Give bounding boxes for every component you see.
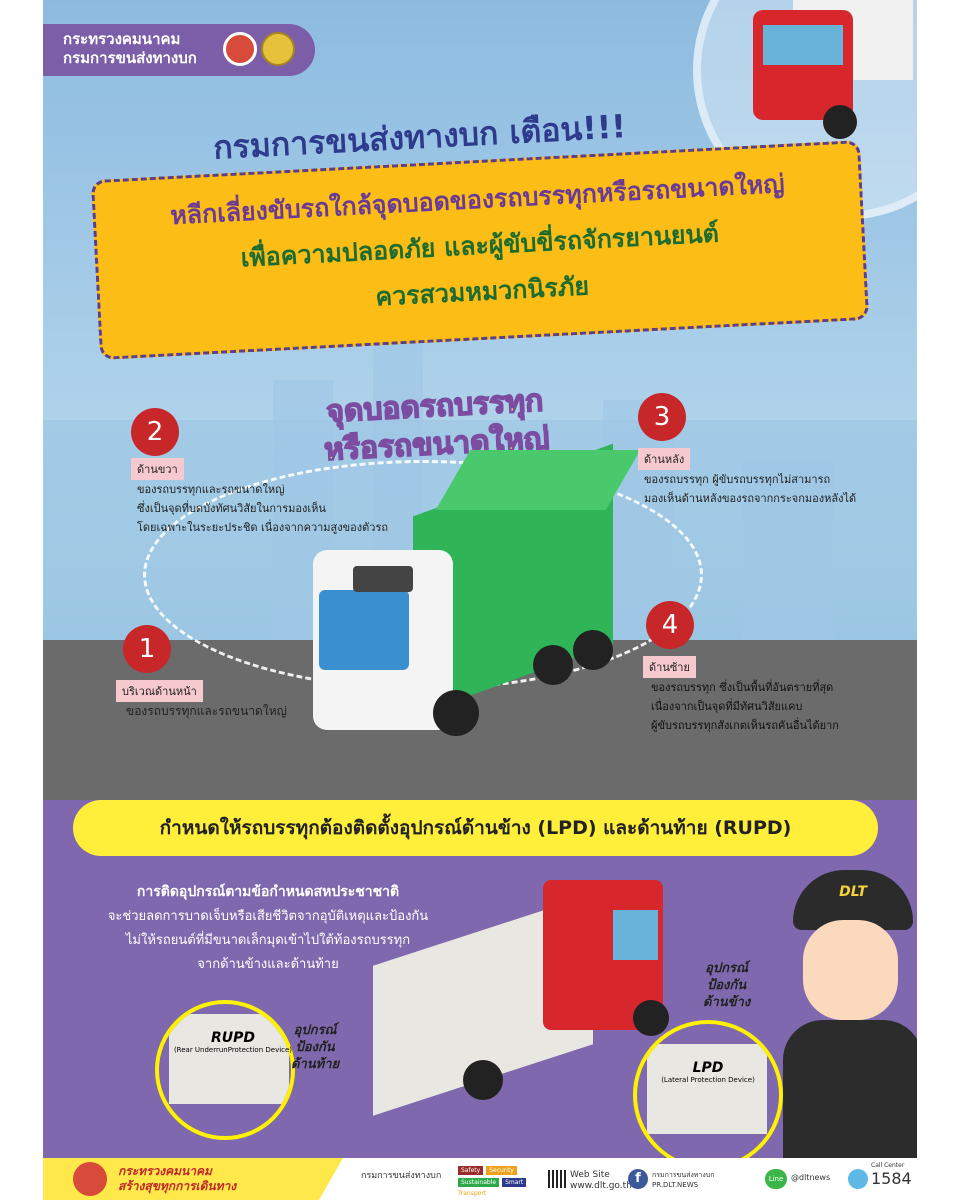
website-url[interactable]: www.dlt.go.th xyxy=(570,1181,632,1191)
lpd-caption: อุปกรณ์ ป้องกัน ด้านข้าง xyxy=(703,960,750,1011)
spot-1-label: บริเวณด้านหน้า xyxy=(116,680,203,702)
warning-banner: หลีกเลี่ยงขับรถใกล้จุดบอดของรถบรรทุกหรือ… xyxy=(90,139,870,361)
spot-4-text: ผู้ขับรถบรรทุกสังเกตเห็นรถคันอื่นได้ยาก xyxy=(651,719,839,732)
spot-2-text: ซึ่งเป็นจุดที่บดบังทัศนวิสัยในการมองเห็น xyxy=(137,502,326,515)
footer: กระทรวงคมนาคม สร้างสุขทุกการเดินทาง กรมก… xyxy=(43,1158,917,1200)
spot-2-info: ด้านขวา ของรถบรรทุกและรถขนาดใหญ่ ซึ่งเป็… xyxy=(131,458,391,537)
red-truck-icon xyxy=(753,0,913,140)
value-smart: Smart xyxy=(502,1178,527,1187)
phone-icon xyxy=(848,1169,868,1189)
spot-4-text: ของรถบรรทุก ซึ่งเป็นพื้นที่อันตรายที่สุด xyxy=(651,681,834,694)
un-line: จากด้านข้างและด้านท้าย xyxy=(197,957,339,972)
lpd-requirement-banner: กำหนดให้รถบรรทุกต้องติดตั้งอุปกรณ์ด้านข้… xyxy=(73,800,878,856)
value-sustainable: Sustainable xyxy=(458,1178,500,1187)
spot-1-number: 1 xyxy=(123,625,171,673)
spot-4-number: 4 xyxy=(646,601,694,649)
rupd-detail-circle xyxy=(155,1000,295,1140)
line-id[interactable]: @dltnews xyxy=(791,1173,831,1182)
spot-1-info: บริเวณด้านหน้า ของรถบรรทุกและรถขนาดใหญ่ xyxy=(116,680,336,721)
rupd-full-name: (Rear UnderrunProtection Device) xyxy=(173,1046,293,1054)
value-transport: Transport xyxy=(458,1190,487,1197)
un-line: จะช่วยลดการบาดเจ็บหรือเสียชีวิตจากอุบัติ… xyxy=(107,909,429,924)
dlt-officer-illustration: DLT xyxy=(783,870,917,1160)
box-truck-illustration xyxy=(363,870,683,1150)
spot-3-text: ของรถบรรทุก ผู้ขับรถบรรทุกไม่สามารถ xyxy=(644,473,831,486)
facebook-icon[interactable]: f xyxy=(628,1169,648,1189)
rupd-caption: อุปกรณ์ ป้องกัน ด้านท้าย xyxy=(291,1022,339,1073)
lpd-detail-circle xyxy=(633,1020,783,1170)
lpd-full-name: (Lateral Protection Device) xyxy=(661,1076,755,1084)
spot-3-label: ด้านหลัง xyxy=(638,448,691,470)
department-seal xyxy=(261,32,295,66)
rupd-title: RUPD xyxy=(210,1030,256,1046)
rupd-caption-line: อุปกรณ์ xyxy=(293,1023,337,1038)
spot-2-text: ของรถบรรทุกและรถขนาดใหญ่ xyxy=(137,483,285,496)
facebook-id[interactable]: PR.DLT.NEWS xyxy=(652,1181,699,1189)
footer-values: Safety Security Sustainable Smart Transp… xyxy=(458,1166,538,1197)
rupd-caption-line: ด้านท้าย xyxy=(291,1057,340,1072)
poster: กระทรวงคมนาคม กรมการขนส่งทางบก กรมการขนส… xyxy=(43,0,917,1200)
website-qr-icon xyxy=(548,1170,566,1188)
lpd-caption-line: ด้านข้าง xyxy=(703,995,751,1010)
rupd-caption-line: ป้องกัน xyxy=(295,1040,335,1055)
line-icon[interactable]: Line xyxy=(765,1169,787,1189)
lpd-caption-line: อุปกรณ์ xyxy=(705,961,749,976)
spot-3-info: ด้านหลัง ของรถบรรทุก ผู้ขับรถบรรทุกไม่สา… xyxy=(638,448,917,508)
lpd-caption-line: ป้องกัน xyxy=(707,978,747,993)
footer-dept: กรมการขนส่งทางบก xyxy=(361,1171,442,1181)
spot-1-text: ของรถบรรทุกและรถขนาดใหญ่ xyxy=(126,704,287,718)
organization-badge: กระทรวงคมนาคม กรมการขนส่งทางบก xyxy=(43,24,315,76)
un-regulation-text: การติดอุปกรณ์ตามข้อกำหนดสหประชาชาติ จะช่… xyxy=(88,880,448,977)
website-label: Web Site xyxy=(570,1170,610,1180)
spot-2-text: โดยเฉพาะในระยะประชิด เนื่องจากความสูงของ… xyxy=(137,521,389,534)
building xyxy=(743,460,833,640)
spot-2-label: ด้านขวา xyxy=(131,458,184,480)
spot-4-info: ด้านซ้าย ของรถบรรทุก ซึ่งเป็นพื้นที่อันต… xyxy=(643,656,903,735)
green-truck-illustration xyxy=(303,440,641,760)
facebook-link[interactable]: กรมการขนส่งทางบก PR.DLT.NEWS xyxy=(652,1170,714,1190)
spot-4-label: ด้านซ้าย xyxy=(643,656,696,678)
footer-ministry: กระทรวงคมนาคม xyxy=(118,1164,212,1178)
facebook-name: กรมการขนส่งทางบก xyxy=(652,1171,715,1179)
footer-ministry-logo xyxy=(73,1162,107,1196)
lpd-title: LPD xyxy=(692,1060,724,1076)
value-security: Security xyxy=(486,1166,517,1175)
footer-slogan: สร้างสุขทุกการเดินทาง xyxy=(118,1179,237,1193)
spot-2-number: 2 xyxy=(131,408,179,456)
lpd-label: LPD (Lateral Protection Device) xyxy=(638,1060,778,1084)
spot-3-text: มองเห็นด้านหลังของรถจากกระจกมองหลังได้ xyxy=(644,492,857,505)
ministry-logo xyxy=(223,32,257,66)
un-title: การติดอุปกรณ์ตามข้อกำหนดสหประชาชาติ xyxy=(136,884,400,900)
website-link[interactable]: Web Site www.dlt.go.th xyxy=(570,1170,632,1192)
un-line: ไม่ให้รถยนต์ที่มีขนาดเล็กมุดเข้าไปใต้ท้อ… xyxy=(125,933,411,948)
ministry-name: กระทรวงคมนาคม xyxy=(63,30,181,48)
value-safety: Safety xyxy=(458,1166,484,1175)
spot-4-text: เนื่องจากเป็นจุดที่มีทัศนวิสัยแคบ xyxy=(651,700,803,713)
call-center-label: Call Center xyxy=(871,1162,905,1169)
department-name: กรมการขนส่งทางบก xyxy=(63,49,197,67)
rupd-label: RUPD (Rear UnderrunProtection Device) xyxy=(163,1030,303,1054)
call-center-number[interactable]: 1584 xyxy=(871,1169,912,1188)
spot-3-number: 3 xyxy=(638,393,686,441)
